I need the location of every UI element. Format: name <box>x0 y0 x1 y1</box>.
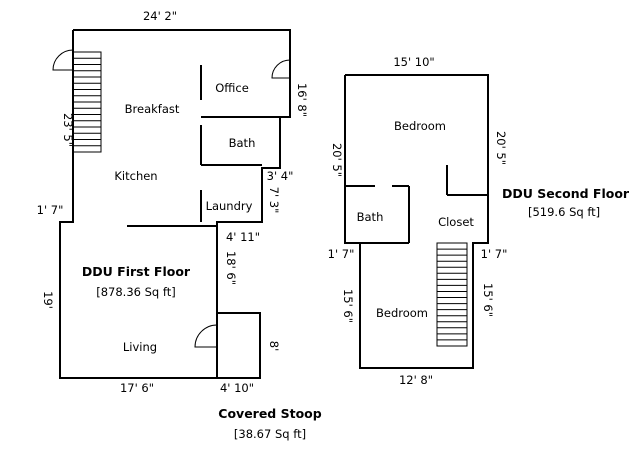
room-bedroom-lower: Bedroom <box>376 306 428 320</box>
dim-step-a: 3' 4" <box>267 169 294 183</box>
second-floor-area: [519.6 Sq ft] <box>528 205 600 219</box>
dim-second-left-step: 1' 7" <box>328 247 355 261</box>
room-bath-second: Bath <box>357 210 384 224</box>
dim-living-right: 18' 6" <box>224 251 238 285</box>
second-floor-stair-treads <box>437 248 467 341</box>
first-floor-title: DDU First Floor <box>82 264 191 279</box>
dim-first-bottom: 17' 6" <box>120 381 154 395</box>
stoop-area: [38.67 Sq ft] <box>234 427 306 441</box>
second-floor-stairs <box>436 242 468 347</box>
covered-stoop-outline <box>216 312 261 379</box>
room-laundry: Laundry <box>206 199 253 213</box>
room-bedroom-upper: Bedroom <box>394 119 446 133</box>
first-floor-stair-treads <box>73 57 101 147</box>
dim-first-left-lower: 19' <box>41 291 55 309</box>
dim-first-left-upper: 23' 5" <box>61 113 75 147</box>
first-floor-outer-wall <box>59 29 291 379</box>
stoop-door-swing <box>194 324 218 348</box>
dim-second-right-step: 1' 7" <box>481 247 508 261</box>
dim-step-c: 4' 11" <box>226 230 260 244</box>
dim-step-b: 7' 3" <box>267 187 281 214</box>
second-floor-plan: 15' 10" 20' 5" 20' 5" 1' 7" 1' 7" 15' 6"… <box>328 55 630 387</box>
first-floor-plan: 24' 2" 23' 5" 1' 7" 19' 16' 8" 3' 4" 7' … <box>37 9 309 395</box>
dim-second-right-upper: 20' 5" <box>494 131 508 165</box>
dim-first-left-step: 1' 7" <box>37 203 64 217</box>
dim-second-bottom: 12' 8" <box>399 373 433 387</box>
dim-second-right-lower: 15' 6" <box>481 283 495 317</box>
second-floor-title: DDU Second Floor <box>502 186 630 201</box>
room-breakfast: Breakfast <box>125 102 180 116</box>
dim-stoop-side: 8' <box>267 341 281 351</box>
entry-door-swing <box>52 49 74 71</box>
room-living: Living <box>123 340 157 354</box>
stoop-title: Covered Stoop <box>218 406 321 421</box>
dim-second-left-lower: 15' 6" <box>341 289 355 323</box>
room-office: Office <box>215 81 249 95</box>
dim-stoop-bottom: 4' 10" <box>220 381 254 395</box>
room-kitchen: Kitchen <box>114 169 157 183</box>
office-door-swing <box>271 59 291 79</box>
dim-first-top: 24' 2" <box>143 9 177 23</box>
room-closet: Closet <box>438 215 474 229</box>
dim-office-right: 16' 8" <box>295 83 309 117</box>
dim-second-left-upper: 20' 5" <box>330 143 344 177</box>
dim-second-top: 15' 10" <box>393 55 434 69</box>
room-bath-first: Bath <box>229 136 256 150</box>
second-floor-outer-wall <box>344 74 489 369</box>
first-floor-area: [878.36 Sq ft] <box>96 285 175 299</box>
